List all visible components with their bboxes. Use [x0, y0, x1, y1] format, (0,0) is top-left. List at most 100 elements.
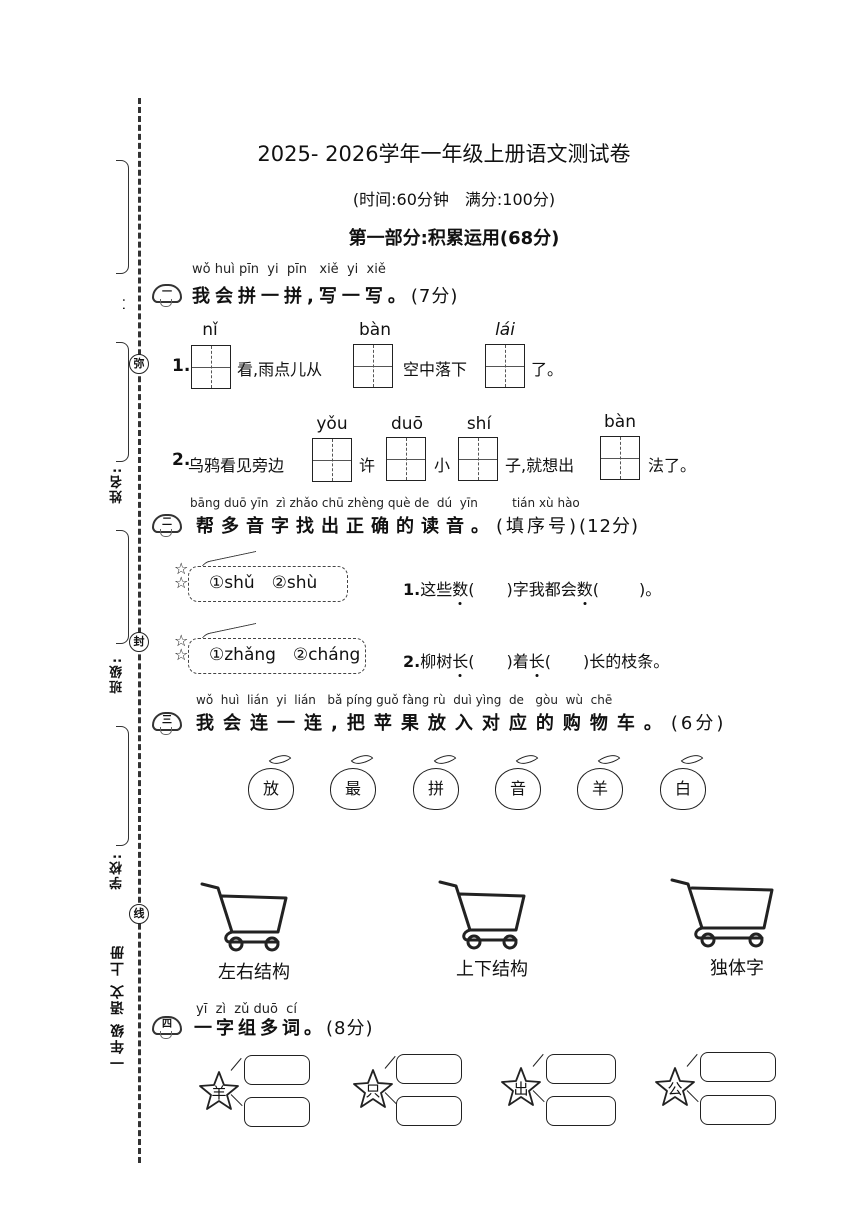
school-input-bracket[interactable] — [116, 726, 129, 846]
q2-fill-instruction: (填序号) — [496, 516, 580, 537]
q1-l1-pinyin-2: bàn — [359, 320, 391, 340]
q3-title: 我会连一连,把苹果放入对应的购物车。 — [196, 713, 671, 734]
cart-left-right-label: 左右结构 — [218, 962, 290, 983]
grade-subject-label: 一年级 语文 上册 — [110, 944, 126, 1070]
q1-l1-write-box-1[interactable] — [191, 345, 231, 389]
q2-item2-options: ①zhǎng ②cháng — [188, 638, 366, 674]
q1-l1-number: 1. — [172, 356, 191, 376]
seal-xian-icon: 线 — [129, 904, 149, 924]
class-label: 班级: — [110, 656, 125, 694]
colon-dots: · · — [115, 298, 130, 311]
q1-l2-pinyin-2: duō — [391, 414, 423, 434]
connector-line — [686, 1053, 698, 1067]
q1-l1-write-box-2[interactable] — [353, 344, 393, 388]
seal-mi-icon: 弥 — [129, 354, 149, 374]
exam-title: 2025- 2026学年一年级上册语文测试卷 — [257, 142, 631, 166]
word-box-yang-2[interactable] — [244, 1097, 310, 1127]
q3-score: (6分) — [670, 713, 727, 734]
star-char-yang-icon — [199, 1071, 239, 1110]
apple-fang[interactable]: 放 — [248, 749, 294, 810]
q1-heading: 我会拼一拼,写一写。(7分) — [192, 282, 458, 308]
q2-pinyin: bāng duō yīn zì zhǎo chū zhèng què de dú… — [190, 496, 580, 510]
leaf-icon — [268, 749, 292, 770]
q4-mushroom-number-icon: 四 — [152, 1016, 182, 1039]
star-char-zhi: 只 — [365, 1082, 381, 1100]
q1-l2-write-box-2[interactable] — [386, 437, 426, 481]
q2-item1-star-icon: ☆☆ — [174, 559, 189, 592]
q2-item1-options: ①shǔ ②shù — [188, 566, 348, 602]
cart-left-right-icon[interactable] — [198, 878, 290, 953]
q2-mushroom-number-icon: 二 — [152, 514, 182, 537]
star-char-gong: 公 — [667, 1080, 683, 1098]
q1-l1-pinyin-1: nǐ — [202, 320, 218, 340]
q1-l2-text-5: 法了。 — [648, 456, 697, 475]
part-one-heading: 第一部分:积累运用(68分) — [348, 228, 560, 249]
q1-l2-text-1: 乌鸦看见旁边 — [188, 456, 285, 475]
star-char-chu: 出 — [513, 1080, 529, 1098]
q2-item2-target-char-1: 长 — [452, 652, 469, 671]
q1-l1-text-3: 了。 — [531, 360, 564, 379]
leaf-icon — [515, 749, 539, 770]
connector-line — [384, 1055, 396, 1069]
q2-score: (12分) — [579, 516, 639, 537]
cart-top-bottom-label: 上下结构 — [456, 959, 528, 980]
cart-single-icon[interactable] — [668, 874, 776, 949]
q1-l2-text-3: 小 — [434, 456, 451, 475]
leaf-icon — [680, 749, 704, 770]
q2-item1-sentence: 1.这些数()字我都会数()。 — [403, 580, 662, 599]
apple-bai[interactable]: 白 — [660, 749, 706, 810]
star-char-chu-icon — [501, 1067, 541, 1106]
q1-l1-write-box-3[interactable] — [485, 344, 525, 388]
apple-yin[interactable]: 音 — [495, 749, 541, 810]
q1-mushroom-number-icon: 一 — [152, 284, 182, 307]
word-box-gong-1[interactable] — [700, 1052, 776, 1082]
q1-title: 我会拼一拼,写一写。 — [192, 286, 411, 307]
cart-top-bottom-icon[interactable] — [436, 876, 528, 951]
school-label: 学校: — [110, 852, 125, 890]
q2-heading: 帮多音字找出正确的读音。(填序号)(12分) — [196, 512, 639, 538]
q4-pinyin: yī zì zǔ duō cí — [196, 1002, 297, 1017]
leaf-icon — [350, 749, 374, 770]
leaf-icon — [433, 749, 457, 770]
apple-pin[interactable]: 拼 — [413, 749, 459, 810]
q1-l2-write-box-4[interactable] — [600, 436, 640, 480]
q1-l2-text-4: 子,就想出 — [505, 456, 575, 475]
word-box-zhi-1[interactable] — [396, 1054, 462, 1084]
q4-title: 一字组多词。 — [194, 1018, 326, 1039]
q3-mushroom-number-icon: 三 — [152, 712, 182, 735]
name-field-bracket[interactable] — [116, 160, 129, 274]
class-input-bracket[interactable] — [116, 530, 129, 644]
binding-cut-line — [138, 98, 141, 1163]
word-box-yang-1[interactable] — [244, 1055, 310, 1085]
star-char-gong-icon — [655, 1067, 695, 1106]
q2-title: 帮多音字找出正确的读音。 — [196, 516, 496, 537]
q1-l2-write-box-1[interactable] — [312, 438, 352, 482]
q3-pinyin: wǒ huì lián yi lián bǎ píng guǒ fàng rù … — [196, 693, 613, 707]
word-box-chu-2[interactable] — [546, 1096, 616, 1126]
cart-single-label: 独体字 — [710, 958, 764, 979]
q1-score: (7分) — [410, 286, 459, 307]
q2-item1-target-char-1: 数 — [452, 580, 469, 599]
q1-l2-pinyin-3: shí — [466, 414, 492, 434]
connector-line — [532, 1053, 544, 1067]
q1-l2-write-box-3[interactable] — [458, 437, 498, 481]
q2-item2-star-icon: ☆☆ — [174, 631, 189, 664]
word-box-chu-1[interactable] — [546, 1054, 616, 1084]
connector-line — [230, 1057, 242, 1071]
word-box-zhi-2[interactable] — [396, 1096, 462, 1126]
name-input-bracket[interactable] — [116, 342, 129, 462]
apple-yang[interactable]: 羊 — [577, 749, 623, 810]
q3-heading: 我会连一连,把苹果放入对应的购物车。(6分) — [196, 709, 726, 735]
leaf-icon — [597, 749, 621, 770]
star-char-yang: 羊 — [211, 1084, 227, 1102]
q1-l1-text-1: 看,雨点儿从 — [237, 360, 323, 379]
star-char-zhi-icon — [353, 1069, 393, 1108]
apple-zui[interactable]: 最 — [330, 749, 376, 810]
q2-item2-target-char-2: 长 — [528, 652, 545, 671]
q2-item1-target-char-2: 数 — [576, 580, 593, 599]
name-label: 姓名: — [110, 466, 125, 504]
q2-item2-sentence: 2.柳树长()着长()长的枝条。 — [403, 652, 670, 671]
q4-heading: 一字组多词。(8分) — [194, 1014, 374, 1040]
q1-l1-pinyin-3: lái — [495, 320, 515, 340]
word-box-gong-2[interactable] — [700, 1095, 776, 1125]
